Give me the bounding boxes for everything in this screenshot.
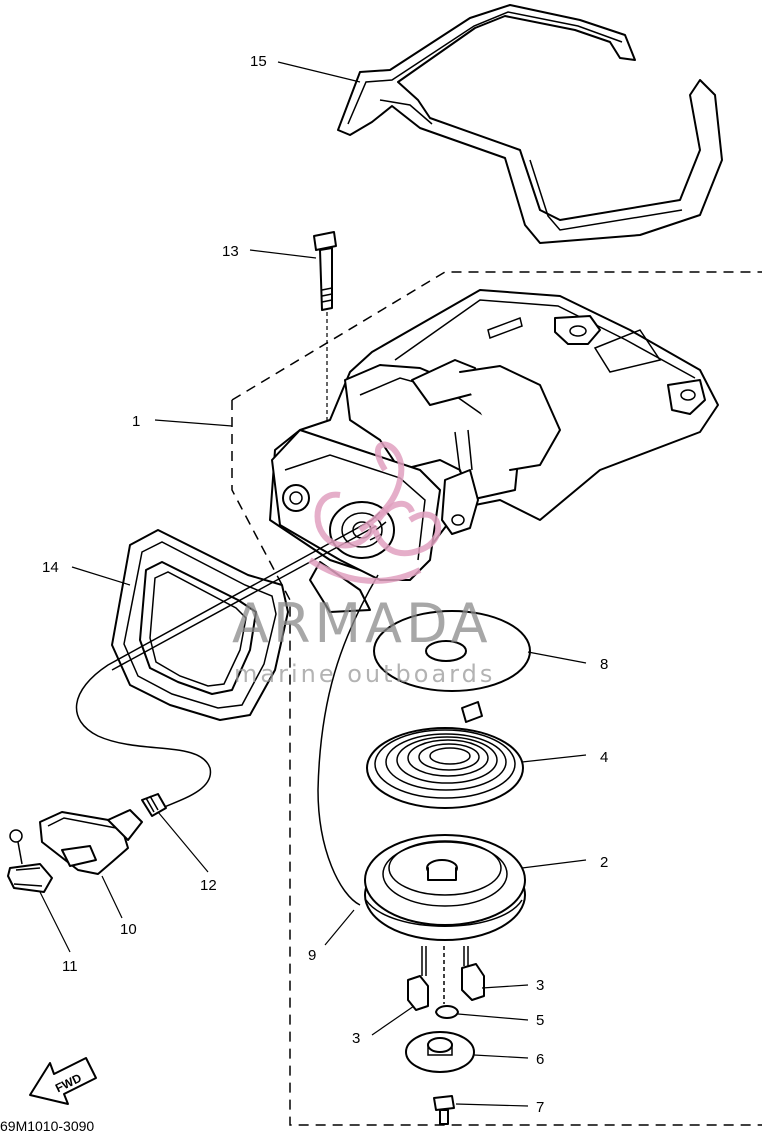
label-part-14: 14: [42, 559, 59, 576]
label-part-12: 12: [200, 877, 217, 894]
armada-logo-icon: [308, 441, 441, 584]
label-part-11: 11: [62, 958, 78, 975]
leader-lines: [39, 61, 587, 1107]
part-9-rope: [75, 519, 379, 906]
part-15-bracket: [337, 4, 723, 244]
part-1-starter-housing: [269, 289, 719, 613]
label-part-3-right: 3: [536, 977, 544, 994]
label-part-8: 8: [600, 656, 608, 673]
label-part-6: 6: [536, 1051, 544, 1068]
watermark-subtitle: marine outboards: [234, 660, 495, 688]
label-part-15: 15: [250, 53, 267, 70]
part-2-drum: [364, 834, 526, 941]
label-part-4: 4: [600, 749, 608, 766]
armada-watermark: ARMADA marine outboards: [232, 441, 495, 688]
assembly-boundary: [231, 271, 762, 1126]
part-3-pawl-right: [461, 946, 485, 1001]
part-6-drive-plate: [405, 1031, 475, 1073]
label-part-2: 2: [600, 854, 608, 871]
label-part-5: 5: [536, 1012, 544, 1029]
label-part-10: 10: [120, 921, 137, 938]
watermark-title: ARMADA: [232, 592, 492, 655]
part-4-spiral-spring: [366, 701, 524, 809]
part-5-clip-ring: [435, 946, 459, 1019]
part-11-clip: [7, 829, 53, 893]
part-14-gasket: [111, 529, 289, 721]
label-part-7: 7: [536, 1099, 544, 1116]
label-part-13: 13: [222, 243, 239, 260]
part-labels: 1 2 3 3 4 5 6 7 8 9 10 11 12 13 14 15: [42, 53, 608, 1116]
part-13-bolt: [313, 231, 337, 440]
part-12-retainer: [141, 793, 167, 817]
part-8-plate: [373, 610, 531, 692]
part-10-handle: [39, 809, 143, 875]
part-3-pawl-left: [407, 946, 429, 1011]
fwd-arrow-icon: FWD: [29, 1057, 97, 1105]
label-part-1: 1: [132, 413, 140, 430]
diagram-code: 69M1010-3090: [0, 1118, 94, 1134]
part-7-screw: [433, 1095, 455, 1125]
label-part-3-left: 3: [352, 1030, 360, 1047]
label-part-9: 9: [308, 947, 316, 964]
